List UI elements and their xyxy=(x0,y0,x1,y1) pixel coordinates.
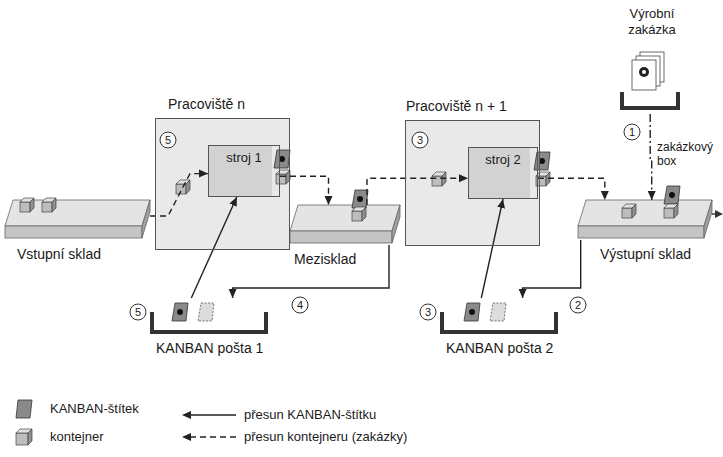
legend-item: přesun KANBAN-štítku xyxy=(180,404,440,426)
production-order: Výrobní zakázka xyxy=(608,6,696,114)
arrow-head xyxy=(715,210,723,218)
machine: stroj 2 xyxy=(468,147,538,199)
workstation: Pracoviště n + 1stroj 2 xyxy=(405,120,540,246)
container-flow-arrow xyxy=(367,178,468,205)
kanban-card xyxy=(352,190,368,208)
node-label: KANBAN pošta 1 xyxy=(156,334,263,357)
kanban-card xyxy=(172,303,188,321)
output-store: Výstupní sklad xyxy=(578,200,712,240)
intermediate-store: Mezisklad xyxy=(290,205,400,245)
card-flow-arrow xyxy=(481,199,503,298)
container-flow-arrow xyxy=(280,176,329,205)
kanban-card-empty xyxy=(490,303,506,321)
node-label: Vstupní sklad xyxy=(17,240,101,263)
order-documents xyxy=(622,52,678,108)
kanban-post: KANBAN pošta 1 xyxy=(150,298,268,334)
legend-sample xyxy=(180,426,240,448)
container xyxy=(432,172,446,186)
card-flow-arrow xyxy=(523,240,581,298)
legend-text: přesun kontejneru (zakázky) xyxy=(244,429,407,444)
card-flow-arrow xyxy=(191,197,237,298)
legend-item: přesun kontejneru (zakázky) xyxy=(180,426,440,448)
kanban-card-empty xyxy=(198,303,214,321)
annotation: zakázkový box xyxy=(657,140,719,169)
container xyxy=(622,204,636,218)
legend-item: KANBAN-štítek xyxy=(14,398,274,420)
kanban-card xyxy=(534,152,550,170)
callout-number: 5 xyxy=(160,132,176,148)
callout-number: 3 xyxy=(420,304,436,320)
kanban-card xyxy=(664,186,680,204)
kanban-post: KANBAN pošta 2 xyxy=(440,298,558,334)
container-flow-arrow xyxy=(150,174,208,216)
callout-number: 3 xyxy=(412,132,428,148)
container xyxy=(42,198,56,212)
workstation: Pracoviště nstroj 1 xyxy=(155,118,290,250)
node-label: Výstupní sklad xyxy=(600,240,691,263)
legend-text: KANBAN-štítek xyxy=(50,401,139,416)
node-label: Mezisklad xyxy=(294,245,356,268)
node-label: KANBAN pošta 2 xyxy=(446,334,553,357)
callout-number: 5 xyxy=(130,304,146,320)
kanban-card xyxy=(464,303,480,321)
container xyxy=(276,170,290,184)
legend-text: přesun KANBAN-štítku xyxy=(244,407,376,422)
container xyxy=(20,198,34,212)
container-flow-arrow xyxy=(538,178,605,200)
container xyxy=(352,207,366,221)
legend-text: kontejner xyxy=(50,429,103,444)
callout-circle xyxy=(130,124,640,320)
container xyxy=(664,204,678,218)
node-label: Pracoviště n + 1 xyxy=(406,98,507,121)
node-label: Pracoviště n xyxy=(168,96,245,119)
callout-number: 4 xyxy=(292,297,308,313)
container xyxy=(536,172,550,186)
input-store: Vstupní sklad xyxy=(5,200,150,240)
card-flow-arrow xyxy=(233,245,389,298)
legend-sample xyxy=(180,404,240,426)
machine: stroj 1 xyxy=(208,145,280,197)
container-flow-arrow xyxy=(650,114,652,200)
platform xyxy=(578,200,712,238)
callout-number: 2 xyxy=(570,297,586,313)
machine-label: stroj 1 xyxy=(209,146,279,166)
node-label: Výrobní zakázka xyxy=(608,6,696,37)
callout-number: 1 xyxy=(624,124,640,140)
workstation-ground xyxy=(405,120,540,246)
machine-label: stroj 2 xyxy=(469,148,537,168)
platform xyxy=(290,205,400,243)
kanban-card xyxy=(274,150,290,168)
